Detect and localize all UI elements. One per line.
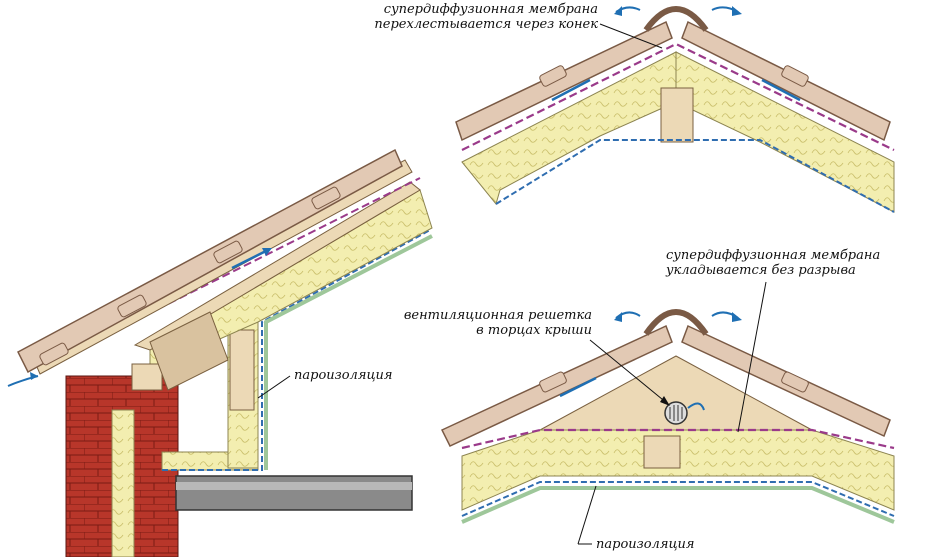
membrane-left	[39, 177, 421, 369]
eave-section	[7, 148, 433, 557]
label-bottom-membrane: супердиффузионная мембрана укладывается …	[666, 248, 926, 278]
label-top-membrane-line2: перехлестывается через конек	[374, 17, 598, 32]
vent-pointer	[589, 339, 669, 405]
roof-tiles-left	[17, 148, 403, 374]
vapor-barrier-top	[495, 139, 895, 213]
wall-insulation	[111, 409, 135, 557]
vapor-barrier-bottom-line	[461, 481, 895, 517]
label-top-membrane-line1: супердиффузионная мембрана	[383, 2, 598, 17]
ridge-section-bottom	[440, 281, 895, 545]
tiles-top-left	[455, 20, 673, 142]
ridge-airflow-icon	[643, 309, 709, 336]
wall-plate	[131, 363, 163, 391]
label-bottom-membrane-line1: супердиффузионная мембрана	[666, 248, 881, 263]
membrane-top	[461, 42, 895, 151]
label-vent-grille-line2: в торцах крыши	[476, 323, 592, 338]
label-vapor-barrier-left: пароизоляция	[294, 368, 393, 383]
label-vapor-barrier-bottom: пароизоляция	[596, 537, 695, 552]
eave-fascia	[149, 311, 229, 391]
label-bottom-membrane-line2: укладывается без разрыва	[666, 263, 856, 278]
ridge-post	[660, 87, 694, 143]
airflow-arrow-icon	[231, 248, 269, 270]
rafter	[133, 181, 421, 351]
ceiling-joist	[643, 435, 681, 469]
knee-wall-stud	[229, 329, 255, 411]
vent-grille-icon	[664, 401, 688, 425]
label-vent-grille: вентиляционная решетка в торцах крыши	[360, 308, 592, 338]
vapor-pointer-bottom	[577, 485, 597, 545]
vapor-barrier-left-line	[162, 229, 431, 471]
ridge-section-top	[455, 6, 895, 213]
ridge-airflow-icon	[643, 6, 709, 32]
ceiling-beam	[175, 475, 413, 511]
vapor-pointer-left	[257, 375, 291, 399]
label-top-membrane: супердиффузионная мембрана перехлестывае…	[330, 2, 598, 32]
membrane-pointer-bottom	[737, 281, 767, 433]
label-vent-grille-line1: вентиляционная решетка	[403, 308, 592, 323]
tiles-top-right	[681, 20, 891, 142]
membrane-bottom	[461, 428, 895, 450]
membrane-pointer-top	[599, 23, 663, 49]
